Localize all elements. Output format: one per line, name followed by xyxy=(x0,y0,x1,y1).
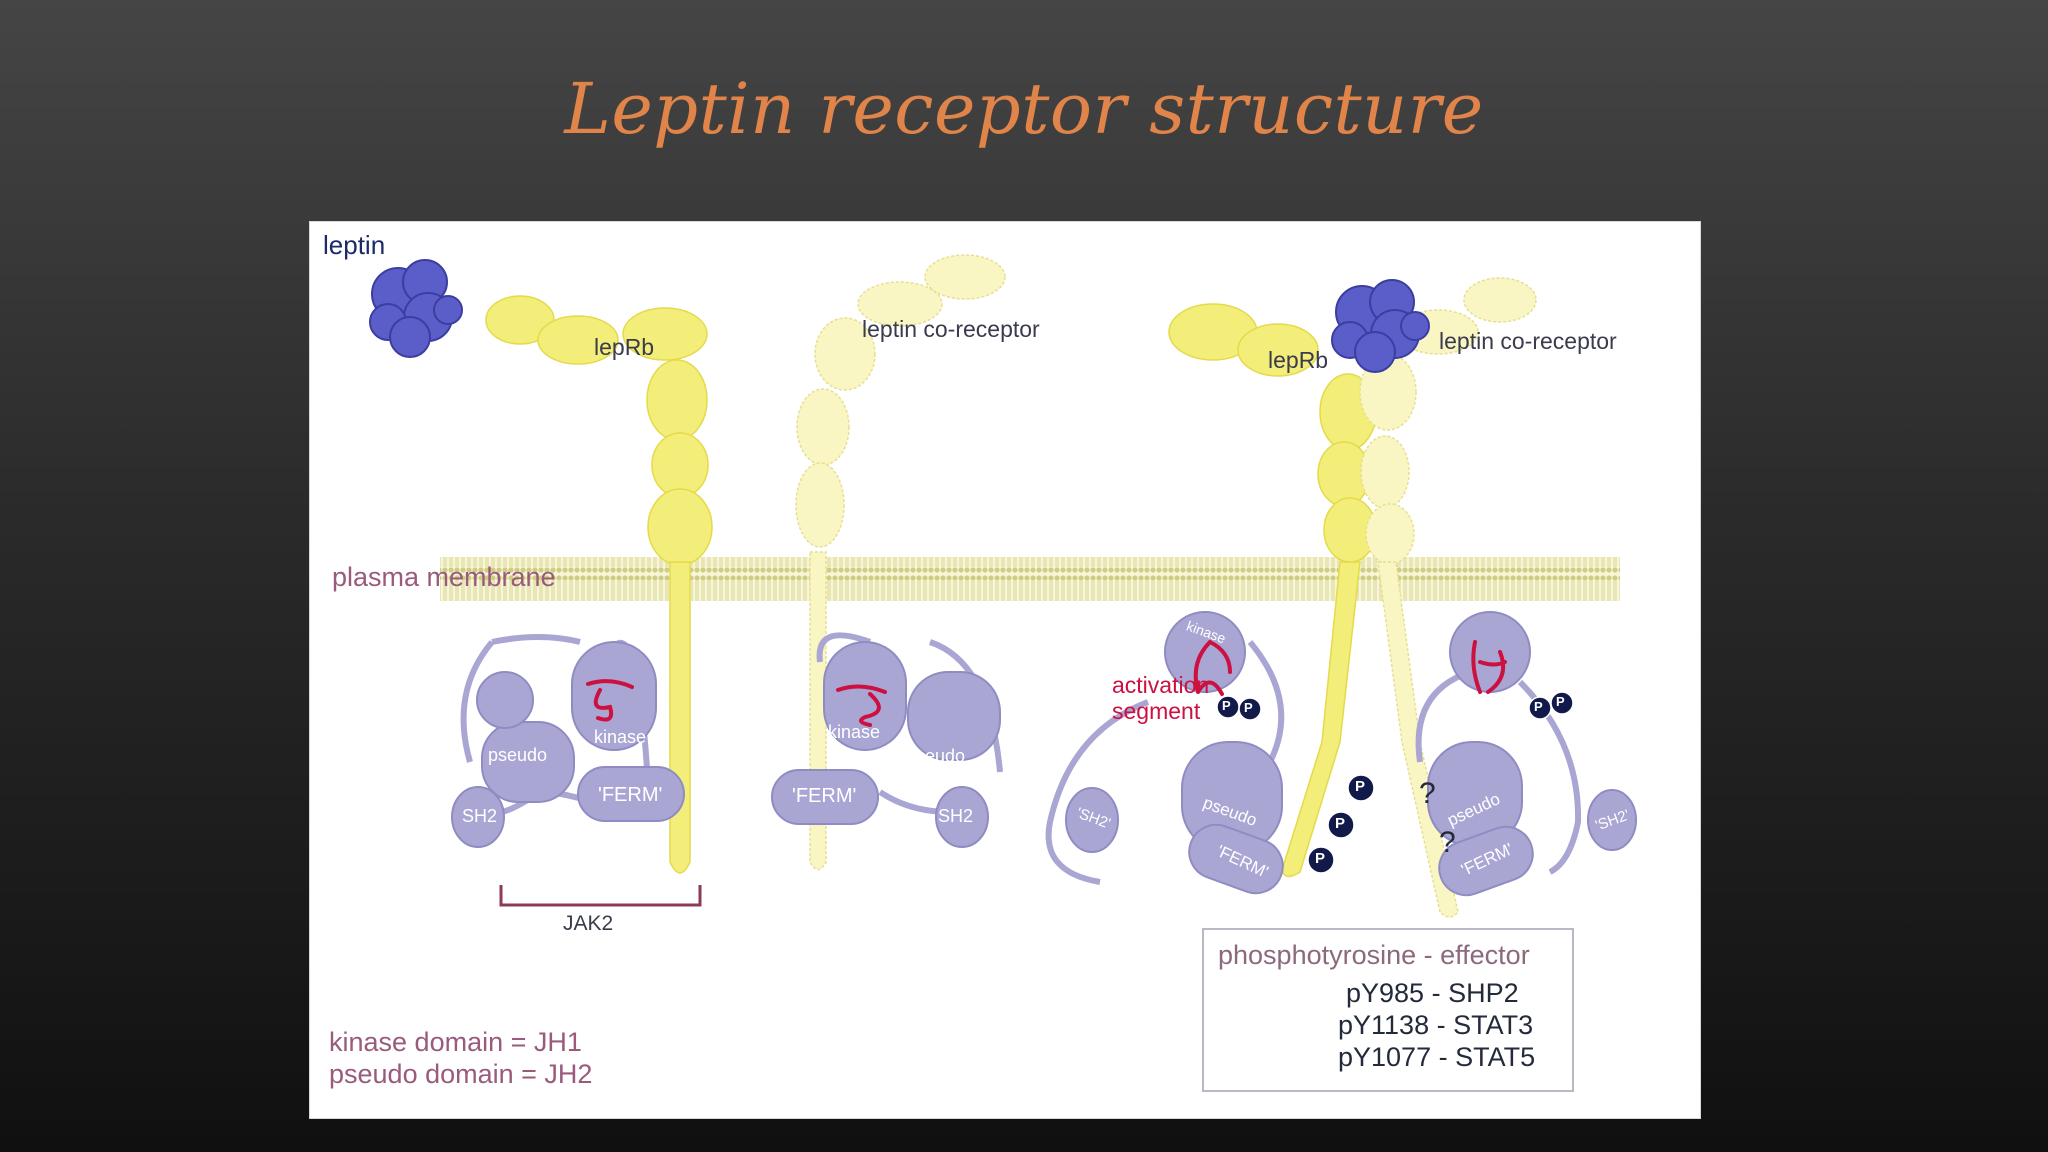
jak2-right-a xyxy=(1045,611,1285,895)
phospho-label: P xyxy=(1355,778,1366,795)
label-plasma-membrane: plasma membrane xyxy=(332,562,556,592)
lepRb-right-receptor xyxy=(1168,303,1377,878)
domain-pseudo-left: pseudo xyxy=(488,745,548,765)
slide-title: Leptin receptor structure xyxy=(564,68,1484,150)
question-mark-1: ? xyxy=(1419,777,1436,810)
label-activation-line2: segment xyxy=(1112,698,1201,724)
co-receptor-left xyxy=(795,254,1006,871)
note-kinase-domain: kinase domain = JH1 xyxy=(329,1027,582,1057)
phospho-label: P xyxy=(1556,694,1565,709)
legend-row: pY1138 - STAT3 xyxy=(1338,1010,1534,1040)
label-co-receptor-right: leptin co-receptor xyxy=(1439,328,1617,354)
phospho-markers xyxy=(1216,691,1574,874)
receptor-diagram xyxy=(369,254,1637,918)
legend-heading: phosphotyrosine - effector xyxy=(1218,940,1530,970)
legend-row: pY985 - SHP2 xyxy=(1346,978,1519,1008)
label-co-receptor-left: leptin co-receptor xyxy=(862,316,1040,342)
domain-pseudo-middle: pseudo xyxy=(906,746,966,766)
domain-sh2-left: SH2 xyxy=(462,806,498,826)
leptin-molecule-bound xyxy=(1331,279,1430,373)
jak2-bracket xyxy=(499,885,702,907)
jak2-middle xyxy=(771,632,1003,848)
question-mark-2: ? xyxy=(1439,826,1456,859)
activation-loop-right-b xyxy=(1471,640,1507,694)
label-jak2: JAK2 xyxy=(563,912,614,935)
label-lepRb-left: lepRb xyxy=(594,334,655,360)
activation-loop-middle xyxy=(836,684,887,727)
domain-kinase-middle: kinase xyxy=(828,722,881,742)
legend-row: pY1077 - STAT5 xyxy=(1338,1042,1536,1072)
plasma-membrane xyxy=(440,557,1620,601)
phospho-label: P xyxy=(1534,699,1543,714)
domain-ferm-left: 'FERM' xyxy=(598,784,663,806)
figure-panel: leptin lepRb leptin co-receptor lepRb le… xyxy=(309,221,1701,1119)
leptin-molecule-free xyxy=(369,259,463,358)
label-activation-line1: activation xyxy=(1112,672,1210,698)
note-pseudo-domain: pseudo domain = JH2 xyxy=(329,1059,593,1089)
effector-legend: phosphotyrosine - effector pY985 - SHP2 … xyxy=(1202,928,1574,1092)
domain-ferm-middle: 'FERM' xyxy=(792,785,857,807)
label-leptin: leptin xyxy=(323,230,386,260)
domain-sh2-middle: SH2 xyxy=(938,806,974,826)
phospho-label: P xyxy=(1222,698,1231,713)
lepRb-left-receptor xyxy=(485,295,713,874)
phospho-label: P xyxy=(1315,850,1326,867)
label-lepRb-right: lepRb xyxy=(1268,347,1329,373)
jak2-left xyxy=(451,634,685,848)
domain-kinase-left: kinase xyxy=(594,727,647,747)
activation-loop-right-a xyxy=(1193,640,1232,696)
phospho-label: P xyxy=(1244,700,1253,715)
activation-loop-left xyxy=(586,679,634,722)
phospho-label: P xyxy=(1335,815,1346,832)
